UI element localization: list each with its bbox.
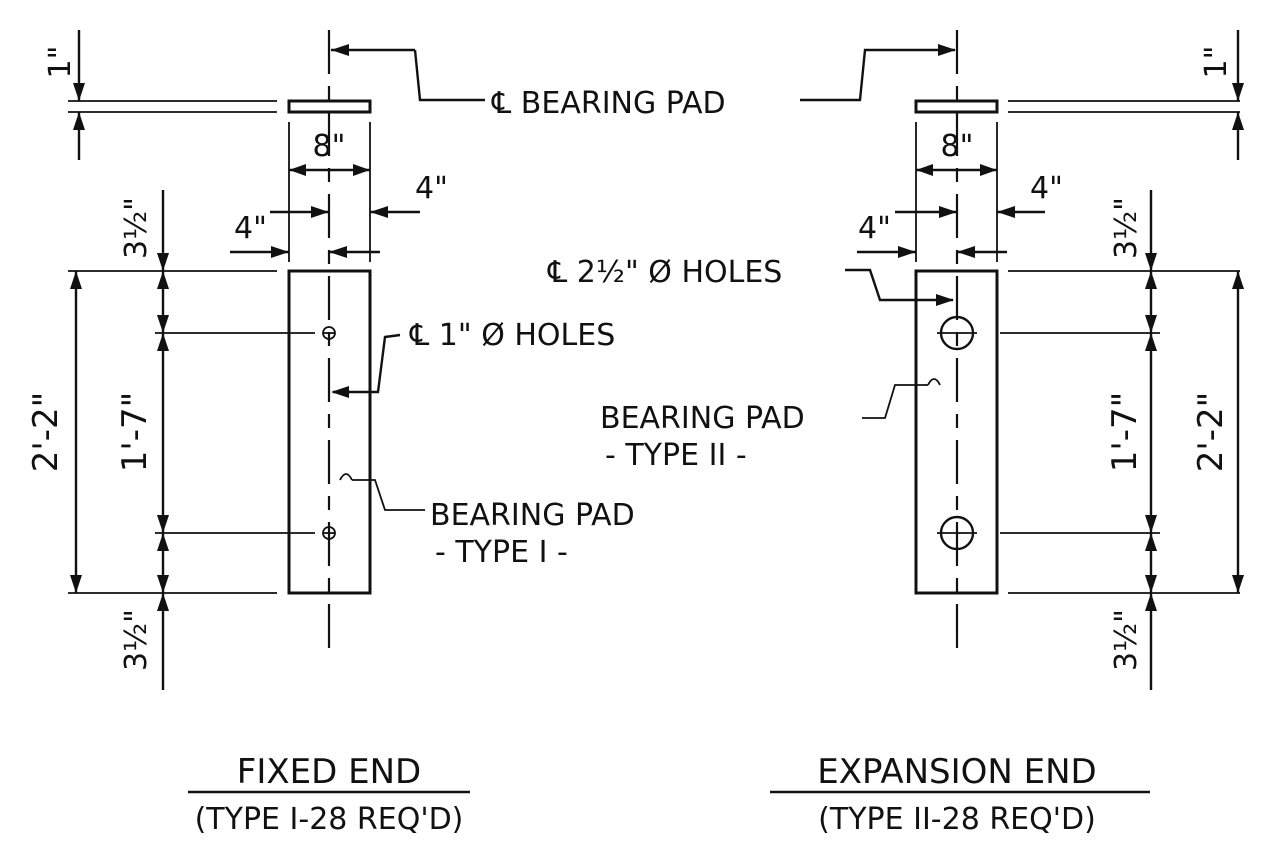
- fixed-edge-bottom-label: 3½": [119, 609, 154, 671]
- expansion-pad-type-sub-label: - TYPE II -: [605, 438, 747, 473]
- fixed-length-label: 2'-2": [26, 392, 66, 473]
- fixed-hole-spacing-label: 1'-7": [115, 392, 155, 473]
- fixed-pad-type-sub-label: - TYPE I -: [435, 535, 568, 570]
- fixed-holes-label: ℄ 1" Ø HOLES: [409, 318, 615, 353]
- expansion-holes-label: ℄ 2½" Ø HOLES: [547, 255, 782, 290]
- centerline-bearing-pad-label: ℄ BEARING PAD: [491, 86, 726, 121]
- fixed-end-view: 1" 8" 4" 4": [26, 30, 635, 690]
- expansion-length-label: 2'-2": [1191, 392, 1231, 473]
- fixed-width-label: 8": [313, 129, 346, 164]
- expansion-end-subtitle: (TYPE II-28 REQ'D): [818, 802, 1096, 837]
- fixed-end-subtitle: (TYPE I-28 REQ'D): [195, 802, 464, 837]
- expansion-offset-right-label: 4": [1030, 171, 1063, 206]
- expansion-end-title: EXPANSION END: [817, 752, 1097, 792]
- fixed-offset-right-label: 4": [415, 171, 448, 206]
- centerline-bearing-pad-callout: ℄ BEARING PAD: [331, 44, 956, 121]
- fixed-pad-type-label: BEARING PAD: [430, 498, 635, 533]
- expansion-hole-top: [937, 315, 977, 351]
- expansion-width-label: 8": [941, 129, 974, 164]
- expansion-edge-top-label: 3½": [1109, 197, 1144, 259]
- fixed-offset-left-label: 4": [234, 211, 267, 246]
- fixed-end-title: FIXED END: [237, 752, 421, 792]
- fixed-pad-thickness-label: 1": [43, 46, 78, 79]
- fixed-hole-top: [322, 326, 336, 340]
- fixed-end-title-block: FIXED END (TYPE I-28 REQ'D): [188, 752, 470, 837]
- fixed-edge-top-label: 3½": [119, 197, 154, 259]
- fixed-pad-elevation: [287, 99, 372, 114]
- expansion-pad-thickness-label: 1": [1199, 46, 1234, 79]
- expansion-edge-bottom-label: 3½": [1109, 609, 1144, 671]
- expansion-end-view: 1" 8" 4" 4": [547, 30, 1244, 690]
- expansion-offset-left-label: 4": [858, 211, 891, 246]
- expansion-pad-type-label: BEARING PAD: [600, 401, 805, 436]
- expansion-hole-spacing-label: 1'-7": [1105, 392, 1145, 473]
- expansion-end-title-block: EXPANSION END (TYPE II-28 REQ'D): [770, 752, 1150, 837]
- fixed-hole-bottom: [322, 526, 336, 540]
- expansion-pad-elevation: [914, 99, 999, 114]
- expansion-hole-bottom: [937, 515, 977, 551]
